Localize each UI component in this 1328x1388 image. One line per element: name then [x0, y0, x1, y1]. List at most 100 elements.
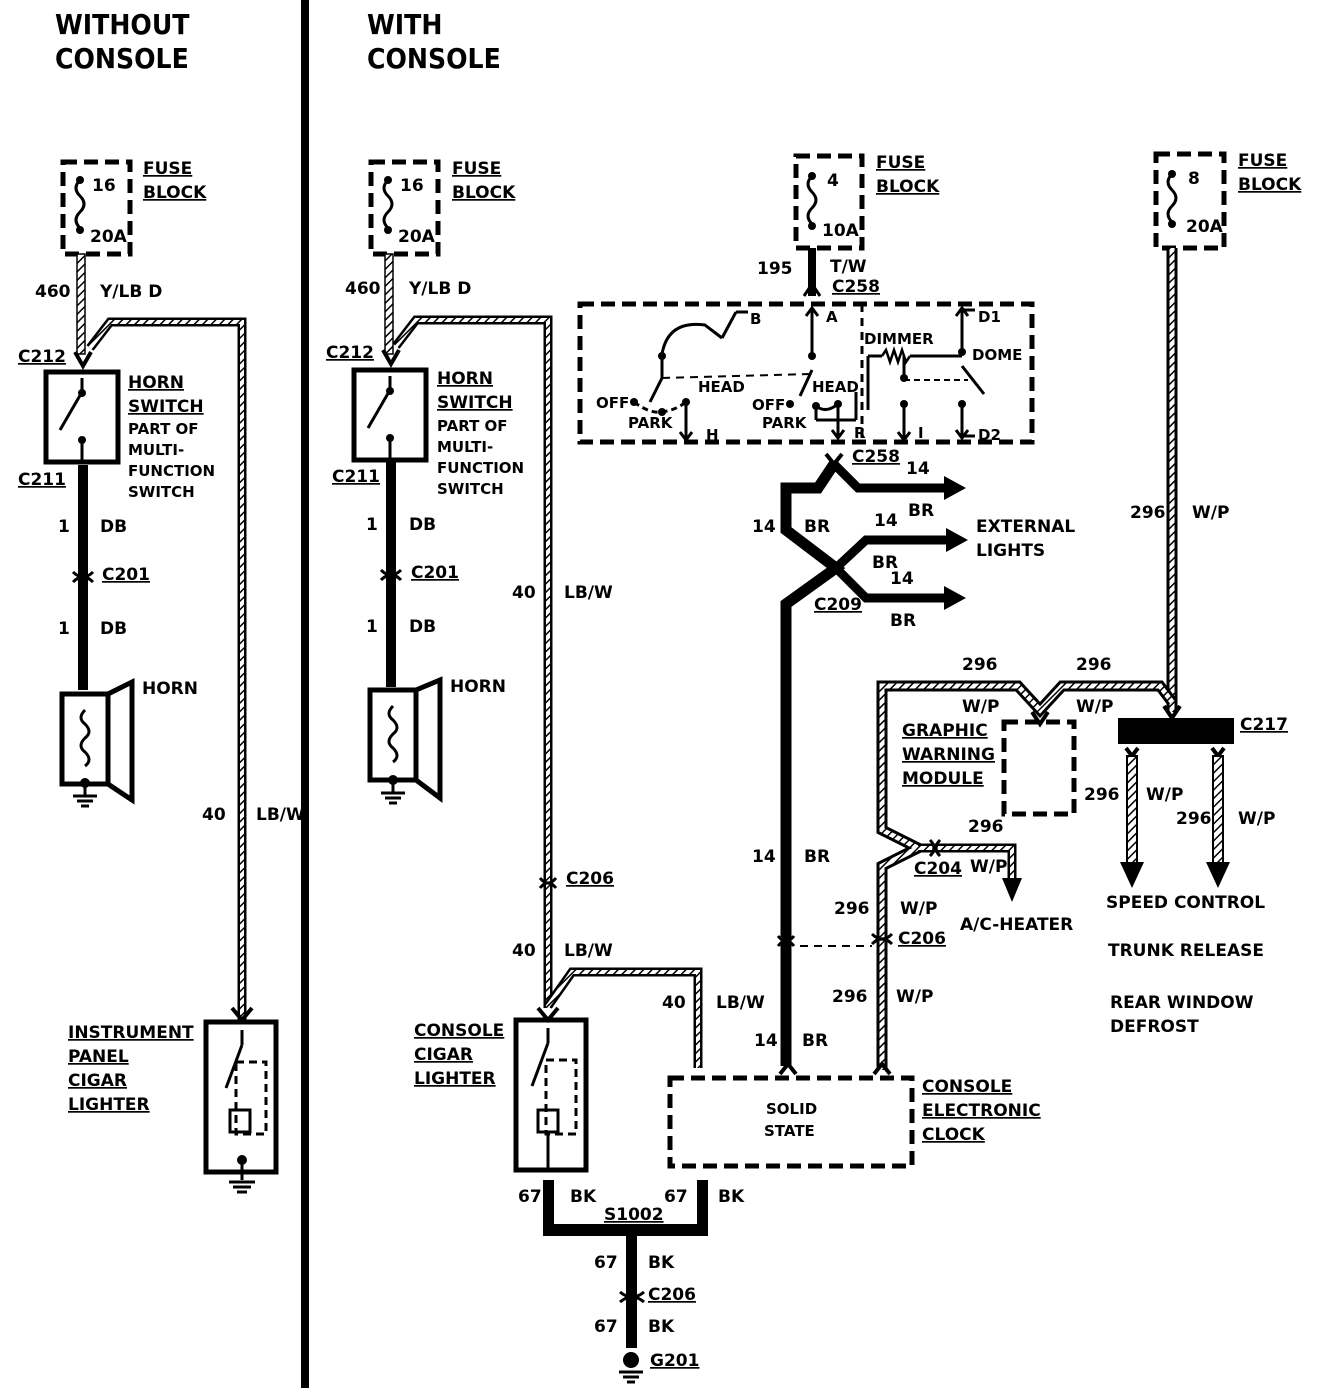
horn-right [367, 676, 443, 805]
wire-14-a-num: 14 [906, 459, 930, 479]
wire-14-main-color-a: BR [804, 517, 830, 537]
ip-cigar-lighter [203, 1006, 279, 1194]
hs-off-left: OFF [596, 394, 629, 412]
graphic-warning-label1: GRAPHIC [902, 721, 988, 741]
wire-195-num: 195 [757, 259, 793, 279]
fuse-block-4-label-line2: BLOCK [1238, 175, 1302, 195]
horn-left [59, 677, 135, 808]
wire-40-right-num-a: 40 [512, 583, 536, 603]
horn-left-label: HORN [142, 679, 198, 699]
horn-switch-right-note1: PART OF [437, 417, 508, 435]
c201-right-label: C201 [411, 563, 459, 583]
wire-195-color: T/W [830, 257, 867, 277]
horn-switch-right-note4: SWITCH [437, 480, 504, 498]
wire-67-b-num: 67 [664, 1187, 688, 1207]
wire-296-g-num: 296 [832, 987, 868, 1007]
g201-label: G201 [650, 1351, 699, 1371]
fuse-1-number: 16 [92, 176, 116, 196]
section-title-with-console-line1: WITH [367, 8, 442, 41]
wire-67-c-num: 67 [594, 1253, 618, 1273]
hs-term-r: R [854, 424, 866, 442]
wire-460-right [384, 253, 394, 355]
wire-40-right [394, 318, 550, 1008]
fuse-block-1: 16 20A FUSE BLOCK [60, 159, 207, 257]
hs-term-b: B [750, 310, 761, 328]
wire-40-clock-num: 40 [662, 993, 686, 1013]
c209-label: C209 [814, 595, 862, 615]
ip-cigar-lighter-label3: CIGAR [68, 1071, 127, 1091]
wire-40-right-num-b: 40 [512, 941, 536, 961]
fuse-block-3-label-line1: FUSE [876, 153, 925, 173]
c211-right-label: C211 [332, 467, 380, 487]
wire-1-left-num-a: 1 [58, 517, 70, 537]
fuse-block-4-label-line1: FUSE [1238, 151, 1287, 171]
fuse-block-1-label-line1: FUSE [143, 159, 192, 179]
wire-296-a-num: 296 [962, 655, 998, 675]
hs-term-h: H [706, 426, 719, 444]
horn-switch-right-note3: FUNCTION [437, 459, 524, 477]
dest-defrost: DEFROST [1110, 1017, 1199, 1037]
wire-67-a-num: 67 [518, 1187, 542, 1207]
wire-296-e-num: 296 [968, 817, 1004, 837]
hs-head-right: HEAD [812, 378, 859, 396]
s1002-label: S1002 [604, 1205, 664, 1225]
wire-40-clock-branch [546, 970, 700, 1068]
c212-right-label: C212 [326, 343, 374, 363]
wire-296-f-num: 296 [834, 899, 870, 919]
hs-term-i: I [918, 424, 924, 442]
wire-14-b-color: BR [872, 553, 898, 573]
section-title-without-console-line2: CONSOLE [55, 42, 189, 75]
wire-460-left-num: 460 [35, 282, 71, 302]
clock-inside-line2: STATE [764, 1122, 815, 1140]
ip-cigar-lighter-label1: INSTRUMENT [68, 1023, 194, 1043]
horn-switch-left-label1: HORN [128, 373, 184, 393]
wire-460-left [76, 253, 86, 355]
ac-heater-label: A/C-HEATER [960, 915, 1073, 935]
c258-top-label: C258 [832, 277, 880, 297]
wire-195 [808, 248, 816, 296]
wire-1-right-num-a: 1 [366, 515, 378, 535]
wire-14-main-color-b: BR [804, 847, 830, 867]
wire-40-right-color-b: LB/W [564, 941, 613, 961]
fuse-block-2: 16 20A FUSE BLOCK [368, 159, 516, 257]
fuse-block-2-label-line1: FUSE [452, 159, 501, 179]
wire-296-b-num: 296 [1076, 655, 1112, 675]
wire-1-left-num-b: 1 [58, 619, 70, 639]
wire-40-clock-color: LB/W [716, 993, 765, 1013]
wire-67-a-color: BK [570, 1187, 597, 1207]
horn-switch-right [351, 367, 429, 463]
horn-switch-left-note4: SWITCH [128, 483, 195, 501]
wire-1-right-color-a: DB [409, 515, 436, 535]
fuse-block-3-label-line2: BLOCK [876, 177, 940, 197]
ip-cigar-lighter-label4: LIGHTER [68, 1095, 150, 1115]
horn-switch-left-note2: MULTI- [128, 441, 184, 459]
section-title-with-console-line2: CONSOLE [367, 42, 501, 75]
external-lights-label1: EXTERNAL [976, 517, 1075, 537]
fuse-3-rating: 10A [822, 221, 860, 241]
wire-460-right-num: 460 [345, 279, 381, 299]
fuse-2-rating: 20A [398, 227, 436, 247]
wire-460-left-color: Y/LB D [99, 282, 162, 302]
wire-1-right-color-b: DB [409, 617, 436, 637]
horn-switch-left [43, 369, 121, 465]
wire-296-g-color: W/P [896, 987, 933, 1007]
wire-296-a-color: W/P [962, 697, 999, 717]
wire-14-a-color: BR [908, 501, 934, 521]
hs-head-left: HEAD [698, 378, 745, 396]
wire-296-c-color: W/P [1146, 785, 1183, 805]
graphic-warning-label2: WARNING [902, 745, 995, 765]
c206-right-label: C206 [898, 929, 946, 949]
fuse-block-1-label-line2: BLOCK [143, 183, 207, 203]
wire-67-d-color: BK [648, 1317, 675, 1337]
fuse-2-number: 16 [400, 176, 424, 196]
fuse-block-2-label-line2: BLOCK [452, 183, 516, 203]
wire-14-main-num-b: 14 [752, 847, 776, 867]
console-cigar-lighter-label3: LIGHTER [414, 1069, 496, 1089]
wire-14-b-num: 14 [874, 511, 898, 531]
horn-right-label: HORN [450, 677, 506, 697]
fuse-4-rating: 20A [1186, 217, 1224, 237]
wire-1-left-color-b: DB [100, 619, 127, 639]
wire-296-b-color: W/P [1076, 697, 1113, 717]
wire-67-b-color: BK [718, 1187, 745, 1207]
hs-dimmer: DIMMER [864, 330, 934, 348]
